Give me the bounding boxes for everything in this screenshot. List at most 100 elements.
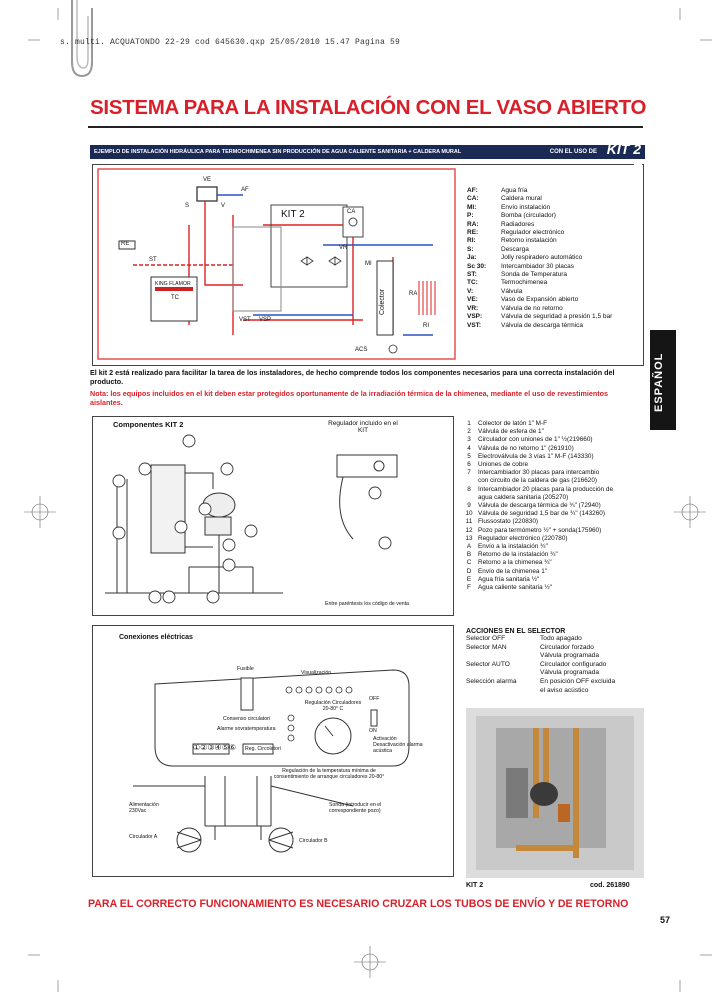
component-value: Circulador con uniones de 1" ½(219660) (478, 436, 593, 444)
component-value: Válvula de no retorno 1" (261910) (478, 444, 574, 452)
legend-value: Vaso de Expansión abierto (501, 296, 579, 304)
lbl-fusible: Fusible (237, 666, 254, 672)
components-footnote: Entre paréntesis los código de venta (325, 601, 409, 607)
legend-row: RA:Radiadores (467, 221, 639, 229)
legend-row: AF:Agua fría (467, 187, 639, 195)
component-key (460, 494, 478, 502)
action-value: Todo apagado (540, 635, 582, 642)
legend-row: Sc 30:Intercambiador 30 placas (467, 263, 639, 271)
electrical-panel: Conexiones eléctricas Fusible Visualizac… (92, 625, 454, 877)
intro-text: El kit 2 está realizado para facilitar l… (90, 368, 615, 386)
legend-key: S: (467, 245, 474, 253)
component-value: Retorno de la instalación ¾" (478, 551, 558, 559)
component-value: con circuito de la caldera de gas (21662… (478, 477, 598, 485)
legend-row: TC:Termochimenea (467, 279, 639, 287)
hydraulic-diagram-panel: VE AF KIT 2 CA RE TC KING FLAMOR MI Cole… (92, 164, 644, 366)
component-key: 9 (467, 502, 471, 510)
legend-value: Bomba (circulador) (501, 212, 556, 220)
component-key: 7 (467, 469, 471, 477)
component-value: Envío de la chimenea 1" (478, 567, 548, 575)
regulator-label: Regulador incluido en el KIT (328, 420, 398, 434)
legend-row: P:Bomba (circulador) (467, 212, 639, 220)
legend-value: Sonda de Temperatura (501, 271, 568, 279)
legend-key: MI: (467, 203, 477, 211)
lbl-terminals: ①②③④⑤⑥ (193, 743, 237, 752)
legend-value: Caldera mural (501, 195, 542, 203)
legend-row: S:Descarga (467, 246, 639, 254)
title-rule (88, 126, 643, 128)
component-row: C Retorno a la chimenea ¾" (460, 559, 650, 567)
legend-value: Válvula (501, 287, 523, 295)
component-key: C (466, 559, 472, 567)
component-key: 8 (467, 485, 471, 493)
banner-use-prefix: CON EL USO DE (549, 149, 597, 155)
component-value: Intercambiador 30 placas para intercambi… (478, 469, 600, 477)
component-key: 12 (465, 526, 473, 534)
action-key: Selección alarma (466, 677, 517, 685)
action-key (466, 669, 540, 678)
page-title: SISTEMA PARA LA INSTALACIÓN CON EL VASO … (90, 96, 647, 119)
legend-key: ST: (467, 271, 477, 279)
lbl-circ-a: Circulador A (129, 834, 158, 840)
components-panel: Componentes KIT 2 Regulador incluido en … (92, 416, 454, 616)
legend-value: Regulador electrónico (501, 229, 565, 237)
component-value: Válvula de esfera de 1" (478, 428, 544, 436)
action-key (466, 687, 540, 696)
component-value: Válvula de seguridad 1,5 bar de ¾" (1432… (478, 510, 605, 518)
component-value: Regulador electrónico (220780) (478, 534, 568, 542)
component-value: Retorno a la chimenea ¾" (478, 559, 552, 567)
legend-value: Termochimenea (501, 279, 548, 287)
page-number: 57 (660, 915, 671, 925)
lbl-regulacion: Regulación Circuladores 20-80° C (304, 700, 362, 712)
language-tab-label: ESPAÑOL (653, 352, 665, 412)
legend-row: CA: Caldera mural (467, 195, 639, 203)
action-key: Selector MAN (466, 643, 507, 651)
legend-row: RE:Regulador electrónico (467, 229, 639, 237)
lbl-circ-b: Circulador B (299, 838, 328, 844)
lbl-ri: RI (423, 323, 429, 329)
note-text: Nota: los equipos incluidos en el kit de… (90, 389, 609, 407)
lbl-ve: VE (203, 177, 212, 183)
component-value: Envío a la instalación ¾" (478, 543, 548, 551)
component-key: 13 (465, 534, 473, 542)
legend-key: VST: (467, 321, 482, 329)
legend-value: Válvula de seguridad a presión 1,5 bar (501, 313, 613, 321)
lbl-vst: VST (239, 317, 251, 323)
action-value: Válvula programada (540, 652, 600, 660)
component-key: 1 (467, 420, 471, 427)
lbl-acs: ACS (355, 347, 368, 353)
component-value: Pozo para termómetro ½" + sonda(175960) (478, 526, 602, 534)
lbl-v: V (221, 203, 226, 209)
lbl-regulacion-temp: Regulación de la temperatura mínima de c… (273, 768, 385, 780)
legend-key: CA: (467, 195, 479, 203)
lbl-reg-circ: Reg. Circolatori (245, 746, 281, 752)
component-value: Agua caliente sanitaria ½" (478, 584, 553, 592)
lbl-sonda: Sonda (introducir en el correspondiente … (329, 802, 382, 814)
component-key: 6 (467, 461, 471, 469)
legend-row: RI:Retorno instalación (467, 237, 639, 245)
lbl-consenso: Consenso circulatori (223, 716, 270, 722)
banner-kit: KIT 2 (606, 141, 641, 157)
component-row: 7 Intercambiador 30 placas para intercamb… (460, 469, 650, 477)
lbl-alimentacion: Alimentación 230Vac (129, 802, 159, 814)
lbl-off: OFF (369, 696, 380, 702)
action-key (466, 652, 540, 661)
lbl-alarma: Alarme sovratemperatura (217, 726, 276, 732)
lbl-re: RE (121, 241, 130, 247)
components-title: Componentes KIT 2 (113, 420, 184, 429)
banner-caption: EJEMPLO DE INSTALACIÓN HIDRÁULICA PARA T… (94, 149, 462, 155)
section-banner: EJEMPLO DE INSTALACIÓN HIDRÁULICA PARA T… (90, 141, 645, 159)
legend-key: RI: (467, 237, 476, 245)
legend-row: VR:Válvula de no retorno (467, 305, 639, 313)
legend-row: VE:Vaso de Expansión abierto (467, 296, 639, 304)
